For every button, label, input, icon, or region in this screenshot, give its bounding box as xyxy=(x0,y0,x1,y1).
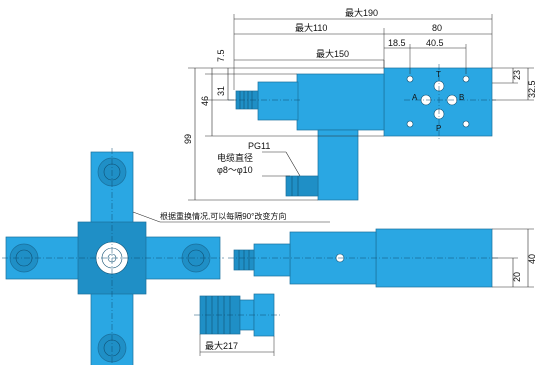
plan-view: 根据重换情况,可以每隔90°改变方向 xyxy=(2,148,330,365)
dim-7-5: 7.5 xyxy=(216,49,226,62)
dim-max150: 最大150 xyxy=(316,48,349,59)
rotation-note: 根据重换情况,可以每隔90°改变方向 xyxy=(160,211,286,221)
right-dimensions: 23 32.5 xyxy=(492,67,536,101)
solenoid-housing xyxy=(296,73,385,131)
cable-callout: PG11 电缆直径 φ8～φ10 xyxy=(217,141,301,177)
dim-32-5: 32.5 xyxy=(527,80,536,98)
port-t-label: T xyxy=(436,70,441,79)
mounting-hole xyxy=(462,120,470,128)
pg11-label: PG11 xyxy=(248,141,270,151)
dim-40-5: 40.5 xyxy=(426,38,444,48)
dim-max190: 最大190 xyxy=(345,7,378,18)
valve-body xyxy=(383,67,493,137)
mounting-hole xyxy=(406,120,414,128)
dim-max217: 最大217 xyxy=(205,340,238,351)
port-p-label: P xyxy=(436,124,441,133)
dim-31: 31 xyxy=(216,86,226,96)
left-dimensions: 99 46 31 7.5 xyxy=(183,49,384,201)
mounting-hole xyxy=(462,75,470,83)
cable-gland xyxy=(285,175,319,197)
dim-99: 99 xyxy=(183,134,193,144)
pilot-block xyxy=(257,81,299,121)
cable-diameter-value: φ8～φ10 xyxy=(217,165,253,175)
top-dimensions: 最大190 最大110 80 18.5 40.5 最大150 xyxy=(233,7,493,90)
dim-max110: 最大110 xyxy=(295,22,327,33)
mounting-hole xyxy=(406,75,414,83)
dim-18-5: 18.5 xyxy=(388,38,406,48)
dim-20: 20 xyxy=(512,272,522,282)
port-b-label: B xyxy=(459,93,464,102)
elevation-view: A B T P xyxy=(228,64,496,201)
side-view: 20 40 xyxy=(228,228,536,288)
dim-40: 40 xyxy=(527,254,536,264)
terminal-box xyxy=(317,129,359,201)
dim-46: 46 xyxy=(200,96,210,106)
dim-23: 23 xyxy=(512,70,522,80)
adjuster-detail: 最大217 xyxy=(194,293,282,356)
port-a-label: A xyxy=(412,93,418,102)
side-pilot-block xyxy=(253,243,291,277)
dim-80: 80 xyxy=(432,23,442,33)
cable-diameter-title: 电缆直径 xyxy=(217,152,253,163)
